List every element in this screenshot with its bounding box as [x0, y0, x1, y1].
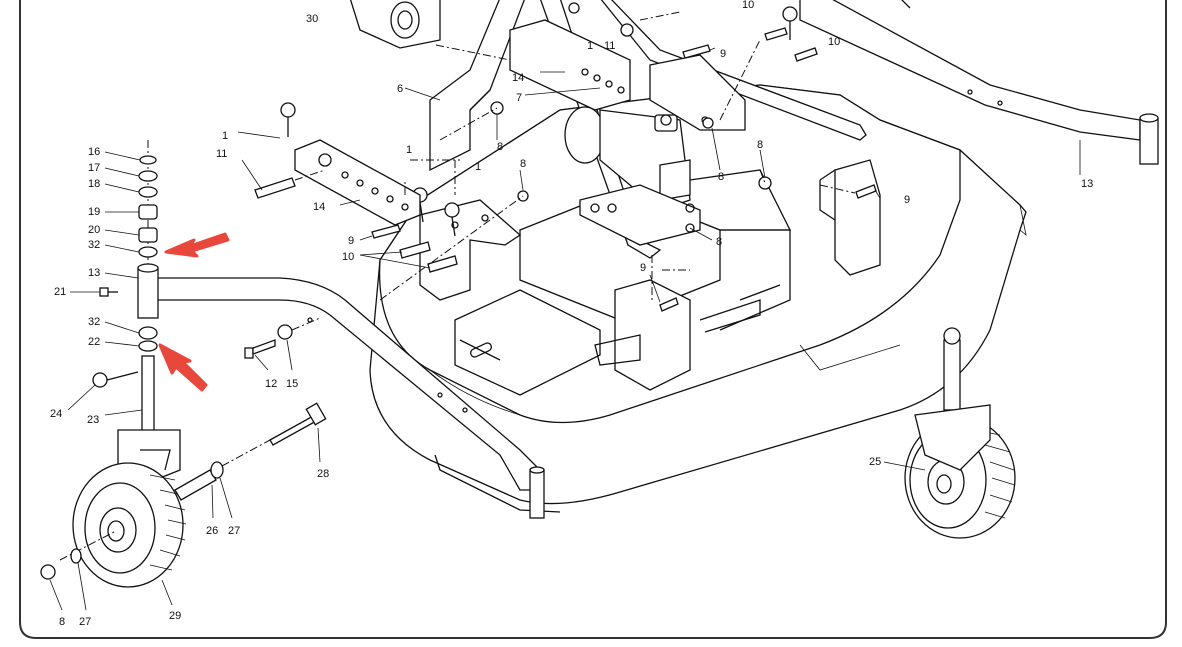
part-label-27: 27	[79, 616, 91, 628]
part-label-13: 13	[88, 267, 100, 279]
part-label-32: 32	[88, 239, 100, 251]
part-label-11: 11	[216, 148, 227, 160]
part-label-8: 8	[520, 158, 526, 170]
part-label-12: 12	[265, 378, 277, 390]
part-label-6: 6	[397, 83, 403, 95]
part-label-8: 8	[718, 171, 724, 183]
red-callout-arrow-lower	[158, 343, 208, 392]
part-label-1: 1	[222, 130, 228, 142]
part-label-27: 27	[228, 525, 240, 537]
part-label-9: 9	[720, 48, 726, 60]
part-label-9: 9	[348, 235, 354, 247]
part-label-9: 9	[640, 262, 646, 274]
diagram-border	[19, 0, 1167, 639]
part-label-26: 26	[206, 525, 218, 537]
part-label-28: 28	[317, 468, 329, 480]
part-label-10: 10	[342, 251, 354, 263]
part-label-16: 16	[88, 146, 100, 158]
part-label-8: 8	[59, 616, 65, 628]
hitch-bar-left	[254, 139, 421, 226]
bolts-and-pins	[371, 27, 877, 312]
part-label-9: 9	[904, 194, 910, 206]
part-label-21: 21	[54, 286, 66, 298]
right-caster-wheel	[904, 327, 1016, 539]
left-caster-arm	[144, 277, 545, 519]
part-number-labels: 30 11 1 10 9 10 14 7 6 8 1 11 1 1 8 14 9…	[50, 0, 1093, 628]
callout-arrows	[158, 232, 230, 392]
right-caster-arm	[799, 0, 1159, 165]
part-label-29: 29	[169, 610, 181, 622]
driveline	[349, 0, 441, 49]
part-label-1: 1	[587, 40, 593, 52]
part-label-8: 8	[497, 141, 503, 153]
part-label-10: 10	[828, 36, 840, 48]
left-caster-stack	[92, 140, 181, 501]
part-label-1: 1	[406, 144, 412, 156]
part-label-10: 10	[742, 0, 754, 11]
part-label-17: 17	[88, 162, 100, 174]
assembly-centerlines	[379, 11, 856, 301]
part-label-13: 13	[1081, 178, 1093, 190]
left-caster-wheel	[40, 462, 187, 588]
part-label-25: 25	[869, 456, 881, 468]
part-label-24: 24	[50, 408, 62, 420]
red-callout-arrow-upper	[164, 232, 230, 258]
part-label-23: 23	[87, 414, 99, 426]
part-label-11: 11	[604, 40, 615, 52]
part-label-7: 7	[516, 92, 522, 104]
part-label-22: 22	[88, 336, 100, 348]
part-label-19: 19	[88, 206, 100, 218]
part-label-20: 20	[88, 224, 100, 236]
part-label-8: 8	[716, 236, 722, 248]
nuts	[490, 23, 772, 202]
axle-hardware	[174, 402, 327, 501]
leader-lines	[49, 47, 1081, 611]
part-label-15: 15	[286, 378, 298, 390]
part-label-14: 14	[512, 72, 524, 84]
part-label-1: 1	[475, 161, 481, 173]
part-label-8: 8	[757, 139, 763, 151]
part-label-18: 18	[88, 178, 100, 190]
part-label-14: 14	[313, 201, 325, 213]
bolt-12-washer-15	[244, 317, 321, 359]
part-label-32: 32	[88, 316, 100, 328]
part-label-30: 30	[306, 13, 318, 25]
gearbox	[564, 106, 701, 246]
